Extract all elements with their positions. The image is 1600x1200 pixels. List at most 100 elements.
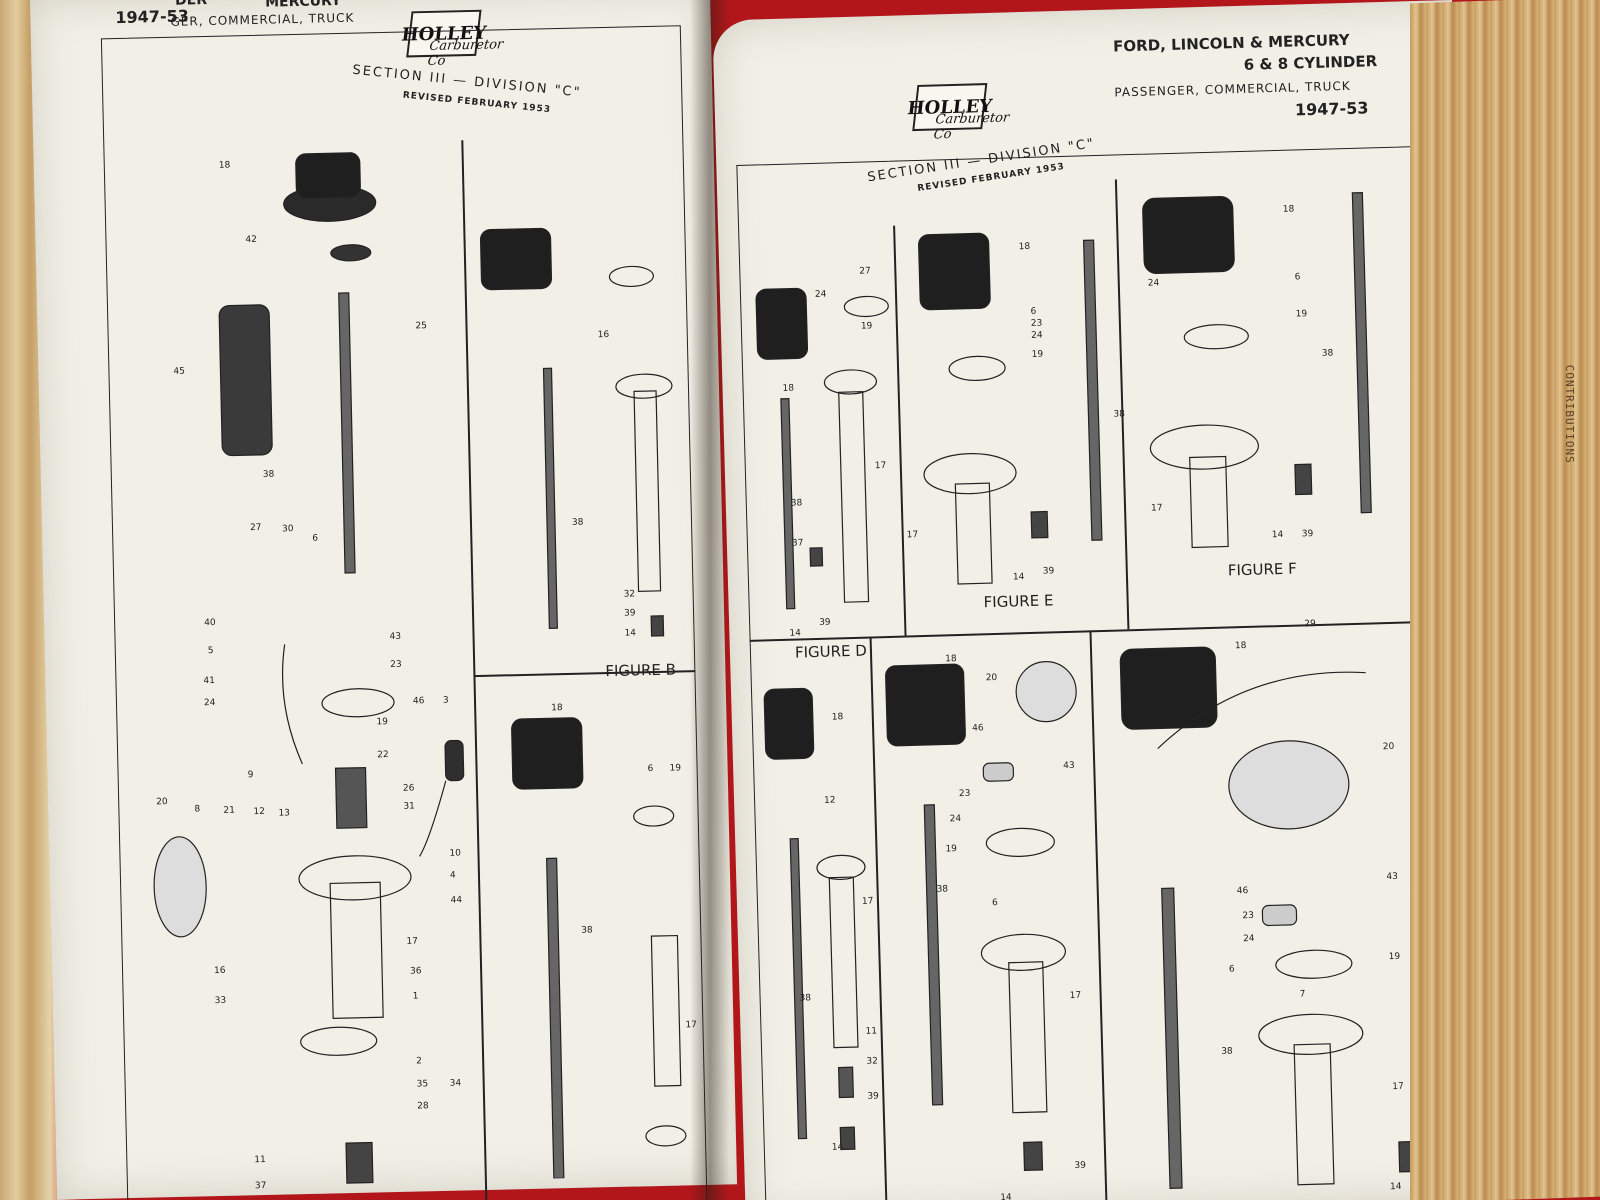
fig-b-housing-top [615, 373, 673, 399]
fig-g-callout-14: 14 [831, 1142, 844, 1153]
fig-h-callout-39: 39 [1074, 1160, 1086, 1171]
callout-18: 18 [218, 160, 231, 171]
fig-g-housing [828, 876, 859, 1049]
fig-f-cap [1142, 195, 1235, 274]
right-book-edge: CONTRIBUTIONS [1410, 0, 1600, 1200]
fig-i-callout-38: 38 [1221, 1046, 1233, 1057]
fig-e-callout-18: 18 [1018, 241, 1031, 253]
fig-b-callout-16: 16 [597, 329, 610, 341]
figure-g-exploded-view [763, 687, 866, 1151]
fig-g-callout-11: 11 [865, 1026, 878, 1037]
fig-d-callout-18: 18 [782, 383, 795, 394]
fig-f-housing [1189, 455, 1229, 549]
callout-2: 2 [416, 1056, 423, 1067]
fig-h-callout-18: 18 [945, 654, 957, 665]
fig-h-housing [1008, 961, 1048, 1114]
fig-g-bushing [837, 1066, 855, 1099]
fig-h-cap [885, 663, 966, 747]
fig-h-breaker [985, 827, 1055, 858]
left-header-years: 1947-53 [115, 6, 190, 28]
callout-5: 5 [207, 646, 214, 657]
fig-d-callout-27: 27 [859, 266, 871, 277]
fig-i-vacuum-unit [1228, 740, 1350, 830]
fig-d-breaker [843, 295, 889, 318]
fig-d-callout-17: 17 [874, 460, 887, 472]
fig-f-shaft [1351, 191, 1372, 514]
fig-g-cap [763, 687, 815, 760]
fig-f-callout-17: 17 [1150, 503, 1163, 514]
callout-22: 22 [377, 750, 389, 761]
fig-e-housing-top [923, 453, 1017, 495]
condenser-part [444, 739, 465, 782]
callout-27: 27 [249, 522, 262, 534]
right-title-line-3: PASSENGER, COMMERCIAL, TRUCK [1114, 78, 1351, 100]
callout-33: 33 [214, 995, 227, 1007]
right-holley-logo: HOLLEY Carburetor Co [906, 83, 1010, 143]
fig-e-callout-19: 19 [1031, 349, 1044, 360]
figure-b-exploded-view [479, 227, 673, 637]
fig-e-callout-38: 38 [1113, 409, 1126, 420]
fig-d-housing-top [823, 369, 878, 395]
callout-34: 34 [449, 1078, 462, 1089]
callout-28: 28 [417, 1101, 429, 1112]
vacuum-unit-part [153, 836, 207, 938]
fig-e-gear [1030, 510, 1049, 539]
fig-e-callout-39: 39 [1042, 566, 1055, 577]
callout-6: 6 [312, 533, 319, 544]
fig-f-housing-top [1149, 424, 1259, 470]
fig-g-housing-top [816, 854, 866, 881]
fig-b-gear [650, 615, 665, 637]
left-main-exploded-view [153, 152, 465, 1184]
fig-e-breaker [948, 355, 1006, 382]
figure-e-exploded-view [918, 232, 1103, 585]
fig-h-callout-20: 20 [985, 672, 998, 684]
figure-c-exploded-view [511, 717, 687, 1180]
fig-c-plate [645, 1125, 687, 1147]
fig-f-callout-39: 39 [1301, 529, 1314, 540]
bushing-part [334, 766, 368, 829]
fig-i-callout-14: 14 [1389, 1181, 1402, 1193]
fig-f-callout-18: 18 [1282, 204, 1295, 215]
fig-d-housing [838, 390, 870, 603]
fig-i-condenser [1261, 904, 1298, 927]
fig-i-vacuum-line [1157, 671, 1366, 749]
fig-f-callout-19: 19 [1295, 309, 1308, 320]
figure-b-label: FIGURE B [605, 660, 677, 681]
fig-f-callout-24: 24 [1147, 278, 1160, 289]
fig-b-shaft [542, 367, 559, 629]
shaft-part [338, 292, 356, 574]
fig-c-callout-6: 6 [647, 764, 654, 775]
fig-h-callout-14: 14 [1000, 1192, 1012, 1200]
callout-9: 9 [247, 770, 254, 781]
fig-i-callout-43: 43 [1386, 871, 1399, 883]
fig-h-callout-46: 46 [972, 723, 984, 734]
fig-d-callout-24: 24 [814, 289, 827, 300]
fig-c-shaft [545, 857, 565, 1180]
callout-3: 3 [442, 695, 449, 706]
fig-h-condenser [982, 762, 1015, 782]
figure-i-exploded-view [1119, 646, 1421, 1189]
fig-h-callout-17: 17 [1069, 990, 1082, 1002]
fig-b-callout-38: 38 [571, 517, 584, 528]
callout-1: 1 [412, 991, 419, 1002]
gear-part [345, 1141, 374, 1184]
figure-f-label: FIGURE F [1227, 559, 1298, 580]
fig-e-callout-17: 17 [906, 530, 919, 541]
fig-d-gear [809, 547, 824, 567]
coil-part [218, 304, 273, 457]
callout-10: 10 [449, 848, 462, 859]
fig-g-shaft [789, 837, 808, 1140]
callout-4: 4 [449, 870, 456, 881]
fig-d-callout-37: 37 [791, 538, 804, 549]
fig-e-cap [918, 232, 991, 311]
left-header-sub: GER, COMMERCIAL, TRUCK [170, 10, 355, 29]
fig-i-callout-17: 17 [1392, 1081, 1404, 1093]
fig-h-shaft [923, 804, 944, 1106]
fig-b-callout-14: 14 [624, 628, 637, 639]
callout-19: 19 [376, 717, 389, 728]
right-page: HOLLEY Carburetor Co SECTION III — DIVIS… [712, 0, 1486, 1200]
callout-21: 21 [223, 805, 236, 816]
callout-35: 35 [416, 1079, 429, 1090]
fig-h-housing-top [980, 933, 1067, 971]
callout-16: 16 [213, 965, 226, 977]
